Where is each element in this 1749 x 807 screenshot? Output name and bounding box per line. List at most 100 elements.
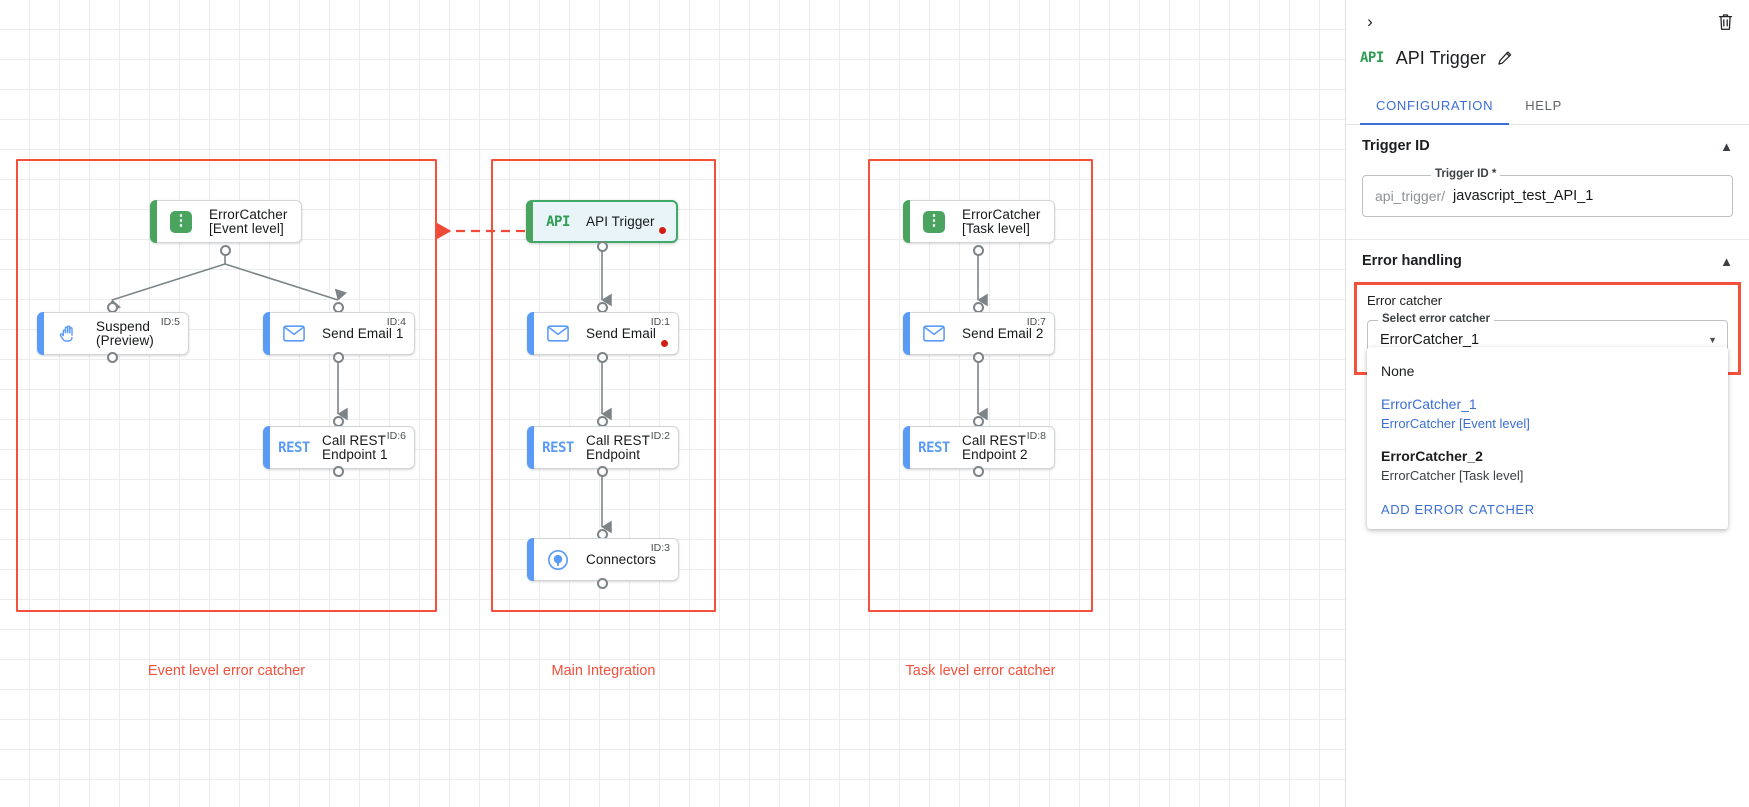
menu-item-label: ErrorCatcher_1 <box>1381 396 1477 412</box>
section-header-trigger-id[interactable]: Trigger ID ▲ <box>1362 125 1733 167</box>
node-port-out[interactable] <box>597 466 608 477</box>
node-id-label: ID:6 <box>386 430 406 442</box>
node-port-out[interactable] <box>333 352 344 363</box>
error-indicator-dot <box>661 340 668 347</box>
error-catcher-icon: ⋮ <box>165 200 197 243</box>
trigger-id-field-wrap: Trigger ID * api_trigger/ javascript_tes… <box>1362 167 1733 239</box>
mail-icon <box>918 312 950 355</box>
node-label: ErrorCatcher [Event level] <box>209 206 288 236</box>
node-send-email-1[interactable]: Send Email 1 ID:4 <box>263 312 415 355</box>
node-id-label: ID:4 <box>386 316 406 328</box>
node-id-label: ID:2 <box>650 430 670 442</box>
rest-icon: REST <box>542 439 574 456</box>
node-accent-bar <box>263 312 270 355</box>
node-port-out[interactable] <box>333 466 344 477</box>
node-port-out[interactable] <box>220 245 231 256</box>
node-api-trigger[interactable]: API API Trigger <box>526 200 678 243</box>
group-box-event-level[interactable] <box>16 159 437 612</box>
node-accent-bar <box>903 312 910 355</box>
section-title: Trigger ID <box>1362 138 1430 154</box>
node-id-label: ID:7 <box>1026 316 1046 328</box>
panel-header: API API Trigger <box>1346 40 1749 76</box>
section-error-handling: Error handling ▲ Error catcher Select er… <box>1346 240 1749 529</box>
group-box-task-level[interactable] <box>868 159 1093 612</box>
node-label: Call REST Endpoint 2 <box>962 432 1028 462</box>
node-error-catcher-task-level[interactable]: ⋮ ErrorCatcher [Task level] <box>903 200 1055 243</box>
node-port-out[interactable] <box>597 352 608 363</box>
select-error-catcher-value: ErrorCatcher_1 <box>1380 332 1480 348</box>
mail-icon <box>278 312 310 355</box>
node-port-out[interactable] <box>597 241 608 252</box>
add-error-catcher-button[interactable]: ADD ERROR CATCHER <box>1381 502 1535 517</box>
rest-icon: REST <box>918 439 950 456</box>
node-id-label: ID:3 <box>650 542 670 554</box>
node-call-rest-endpoint-1[interactable]: REST Call REST Endpoint 1 ID:6 <box>263 426 415 469</box>
node-port-out[interactable] <box>597 578 608 589</box>
node-label: Suspend (Preview) <box>96 318 154 348</box>
properties-panel: › API API Trigger CONFIGURATIO <box>1345 0 1749 807</box>
panel-toolbar: › <box>1346 0 1749 40</box>
node-accent-bar <box>263 426 270 469</box>
node-connectors[interactable]: Connectors ID:3 <box>527 538 679 581</box>
chevron-up-icon[interactable]: ▲ <box>1720 138 1733 154</box>
node-id-label: ID:5 <box>160 316 180 328</box>
node-port-out[interactable] <box>973 352 984 363</box>
node-accent-bar <box>527 426 534 469</box>
error-catcher-dropdown-menu[interactable]: None ErrorCatcher_1 ErrorCatcher [Event … <box>1367 347 1728 529</box>
trigger-id-input[interactable]: Trigger ID * api_trigger/ javascript_tes… <box>1362 168 1733 217</box>
menu-item-errorcatcher-1[interactable]: ErrorCatcher_1 ErrorCatcher [Event level… <box>1367 388 1728 440</box>
node-send-email-2[interactable]: Send Email 2 ID:7 <box>903 312 1055 355</box>
node-accent-bar <box>527 312 534 355</box>
section-trigger-id: Trigger ID ▲ Trigger ID * api_trigger/ j… <box>1346 125 1749 240</box>
api-icon: API <box>1360 50 1384 66</box>
node-port-out[interactable] <box>973 245 984 256</box>
tab-configuration[interactable]: CONFIGURATION <box>1360 88 1510 125</box>
chevron-down-icon[interactable]: ▼ <box>1708 335 1717 345</box>
node-call-rest-endpoint-2[interactable]: REST Call REST Endpoint 2 ID:8 <box>903 426 1055 469</box>
menu-item-label: ErrorCatcher_2 <box>1381 448 1483 464</box>
mail-icon <box>542 312 574 355</box>
hand-icon <box>52 312 84 355</box>
section-header-error-handling[interactable]: Error handling ▲ <box>1362 240 1733 282</box>
select-error-catcher[interactable]: Select error catcher ErrorCatcher_1 ▼ <box>1367 313 1728 360</box>
section-title: Error handling <box>1362 253 1462 269</box>
error-catcher-icon: ⋮ <box>918 200 950 243</box>
error-catcher-box: Error catcher Select error catcher Error… <box>1354 282 1741 529</box>
tab-help[interactable]: HELP <box>1525 98 1562 113</box>
collapse-panel-icon[interactable]: › <box>1367 12 1373 31</box>
node-id-label: ID:8 <box>1026 430 1046 442</box>
node-label: Send Email <box>586 325 657 341</box>
group-label-event-level: Event level error catcher <box>147 663 306 679</box>
edit-icon[interactable] <box>1497 50 1513 66</box>
menu-item-label: None <box>1381 363 1415 379</box>
error-catcher-title: Error catcher <box>1367 293 1443 308</box>
node-error-catcher-event-level[interactable]: ⋮ ErrorCatcher [Event level] <box>150 200 302 243</box>
api-icon: API <box>546 213 570 230</box>
node-label: API Trigger <box>586 213 655 229</box>
group-box-main-integration[interactable] <box>491 159 716 612</box>
group-label-task-level: Task level error catcher <box>905 663 1056 679</box>
node-accent-bar <box>527 538 534 581</box>
node-send-email[interactable]: Send Email ID:1 <box>527 312 679 355</box>
node-suspend-preview[interactable]: Suspend (Preview) ID:5 <box>37 312 189 355</box>
menu-item-none[interactable]: None <box>1367 355 1728 388</box>
panel-tabs: CONFIGURATION HELP <box>1346 88 1749 125</box>
workflow-canvas[interactable]: Event level error catcher Main Integrati… <box>0 0 1345 807</box>
trigger-id-prefix: api_trigger/ <box>1375 188 1446 204</box>
delete-icon[interactable] <box>1711 8 1739 36</box>
node-label: Call REST Endpoint <box>586 432 650 462</box>
menu-item-errorcatcher-2[interactable]: ErrorCatcher_2 ErrorCatcher [Task level] <box>1367 440 1728 492</box>
node-port-out[interactable] <box>973 466 984 477</box>
node-accent-bar <box>903 200 910 243</box>
connectors-icon <box>542 538 574 581</box>
node-port-out[interactable] <box>107 352 118 363</box>
node-label: Send Email 1 <box>322 325 404 341</box>
rest-icon: REST <box>278 439 310 456</box>
node-accent-bar <box>37 312 44 355</box>
node-accent-bar <box>903 426 910 469</box>
node-call-rest-endpoint[interactable]: REST Call REST Endpoint ID:2 <box>527 426 679 469</box>
chevron-up-icon[interactable]: ▲ <box>1720 253 1733 269</box>
node-accent-bar <box>526 200 533 243</box>
node-label: Connectors <box>586 551 657 567</box>
